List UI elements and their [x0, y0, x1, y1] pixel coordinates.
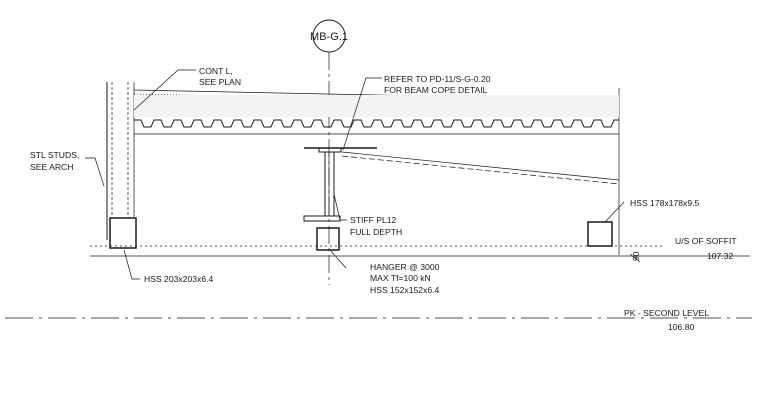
stl-studs-label-1: STL STUDS,	[30, 150, 79, 160]
grid-bubble-label: MB-G.1	[310, 31, 348, 43]
dim-tick	[629, 253, 641, 263]
beam-bottom-flange	[303, 215, 341, 222]
hss-left-label: HSS 203x203x6.4	[144, 274, 213, 284]
dim-90-text: 90	[631, 251, 641, 261]
beam-line-2	[341, 155, 620, 185]
steel-deck	[134, 119, 619, 128]
hss-right-label: HSS 178x178x9.5	[630, 198, 699, 208]
hss-right	[587, 221, 613, 247]
leader-refer	[342, 77, 382, 151]
hanger-label-2: MAX Tf=100 kN	[370, 273, 431, 283]
soffit-elevation: 107.32	[707, 251, 734, 261]
refer-label-1: REFER TO PD-11/S-G-0.20	[384, 74, 491, 84]
stl-studs-label-2: SEE ARCH	[30, 162, 73, 172]
hanger-label-3: HSS 152x152x6.4	[370, 285, 439, 295]
leader-hanger	[329, 249, 347, 269]
second-level-elevation: 106.80	[668, 322, 695, 332]
grid-bubble	[312, 19, 346, 53]
hss-hanger	[316, 227, 340, 251]
hanger-label-1: HANGER @ 3000	[370, 262, 440, 272]
leader-hss-left	[123, 249, 140, 280]
leader-hss-right	[604, 201, 625, 223]
slab-hatch	[134, 95, 619, 117]
soffit-label: U/S OF SOFFIT	[675, 236, 737, 246]
beam-line	[341, 151, 620, 181]
cont-l-label-2: SEE PLAN	[199, 77, 241, 87]
leader-cont-l	[133, 69, 196, 111]
leader-stl-studs	[85, 157, 105, 187]
beam-web	[324, 151, 335, 217]
leader-stiff	[333, 193, 347, 221]
second-level-label: PK - SECOND LEVEL	[624, 308, 709, 318]
hss-left-column	[109, 217, 137, 249]
refer-label-2: FOR BEAM COPE DETAIL	[384, 85, 488, 95]
stiff-label-1: STIFF PL12	[350, 215, 397, 225]
cont-l-label-1: CONT L,	[199, 66, 233, 76]
stiff-label-2: FULL DEPTH	[350, 227, 402, 237]
